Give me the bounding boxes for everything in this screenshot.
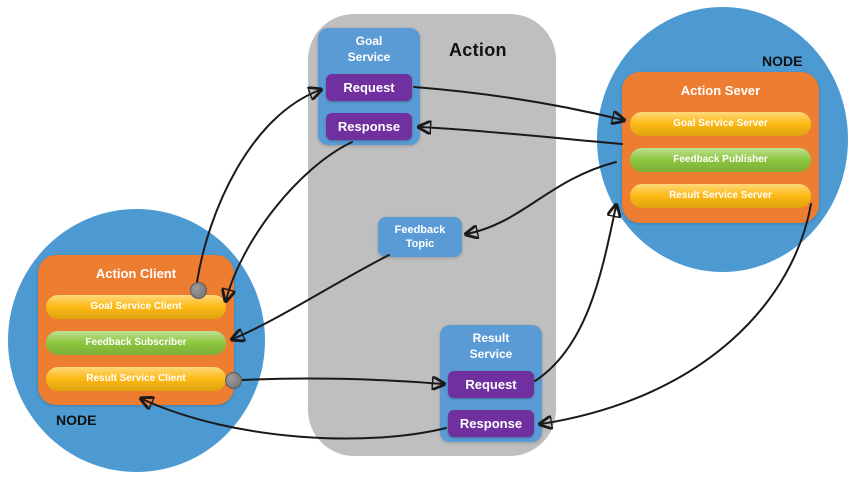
action-client-box: Action Client Goal Service Client Feedba… (38, 255, 234, 405)
client-node-label: NODE (56, 412, 97, 428)
result-service-title: Result Service (469, 331, 513, 361)
action-client-title: Action Client (95, 266, 177, 281)
goal-service-title: Goal Service (347, 34, 391, 64)
result-client-connector-dot (225, 372, 242, 389)
action-server-box: Action Sever Goal Service Server Feedbac… (622, 72, 819, 223)
feedback-topic-box: Feedback Topic (378, 217, 462, 257)
goal-service-client-pill: Goal Service Client (46, 295, 226, 319)
goal-service-box: Goal Service Request Response (318, 28, 420, 145)
result-service-server-pill: Result Service Server (630, 184, 811, 208)
feedback-topic-title: Feedback Topic (394, 223, 446, 250)
result-service-box: Result Service Request Response (440, 325, 542, 442)
server-node-label: NODE (762, 53, 803, 69)
action-panel-title: Action (449, 40, 507, 60)
goal-request-shape: Request (326, 74, 412, 101)
goal-client-connector-dot (190, 282, 207, 299)
feedback-subscriber-pill: Feedback Subscriber (46, 331, 226, 355)
goal-service-server-pill: Goal Service Server (630, 112, 811, 136)
result-service-client-pill: Result Service Client (46, 367, 226, 391)
action-server-title: Action Sever (680, 83, 761, 98)
feedback-publisher-pill: Feedback Publisher (630, 148, 811, 172)
result-response-shape: Response (448, 410, 534, 437)
goal-response-shape: Response (326, 113, 412, 140)
result-request-shape: Request (448, 371, 534, 398)
